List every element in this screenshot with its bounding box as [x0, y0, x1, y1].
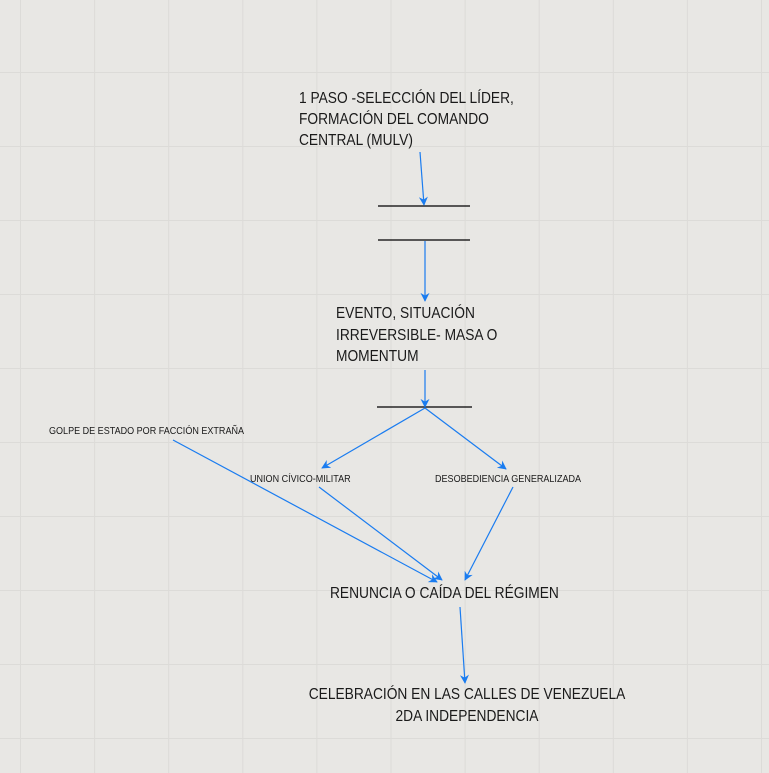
- arrow-resignation-to-celebration: [459, 606, 469, 684]
- arrow-coup-to-resignation: [172, 439, 438, 583]
- arrow-civic-to-resignation: [318, 486, 443, 581]
- node-step1-line1: 1 PASO -SELECCIÓN DEL LÍDER,: [299, 90, 514, 107]
- node-step1-line3: CENTRAL (MULV): [299, 132, 413, 149]
- node-event-line2: IRREVERSIBLE- MASA O: [336, 327, 498, 344]
- arrow-disobedience-to-resignation: [464, 486, 514, 581]
- node-event-line1: EVENTO, SITUACIÓN: [336, 305, 475, 322]
- arrow-step1-to-bar: [418, 151, 428, 206]
- node-event-line3: MOMENTUM: [336, 348, 419, 365]
- node-celebration-line2: 2DA INDEPENDENCIA: [395, 708, 539, 725]
- node-civic-military: UNION CÍVICO-MILITAR: [250, 473, 351, 485]
- node-coup: GOLPE DE ESTADO POR FACCIÓN EXTRAÑA: [49, 425, 245, 437]
- node-disobedience: DESOBEDIENCIA GENERALIZADA: [435, 473, 582, 485]
- node-step1-line2: FORMACIÓN DEL COMANDO: [299, 111, 489, 128]
- arrow-fork-to-civic: [321, 407, 426, 469]
- arrow-fork-to-disobedience: [424, 407, 507, 470]
- node-celebration-line1: CELEBRACIÓN EN LAS CALLES DE VENEZUELA: [308, 686, 626, 703]
- node-resignation: RENUNCIA O CAÍDA DEL RÉGIMEN: [330, 585, 559, 602]
